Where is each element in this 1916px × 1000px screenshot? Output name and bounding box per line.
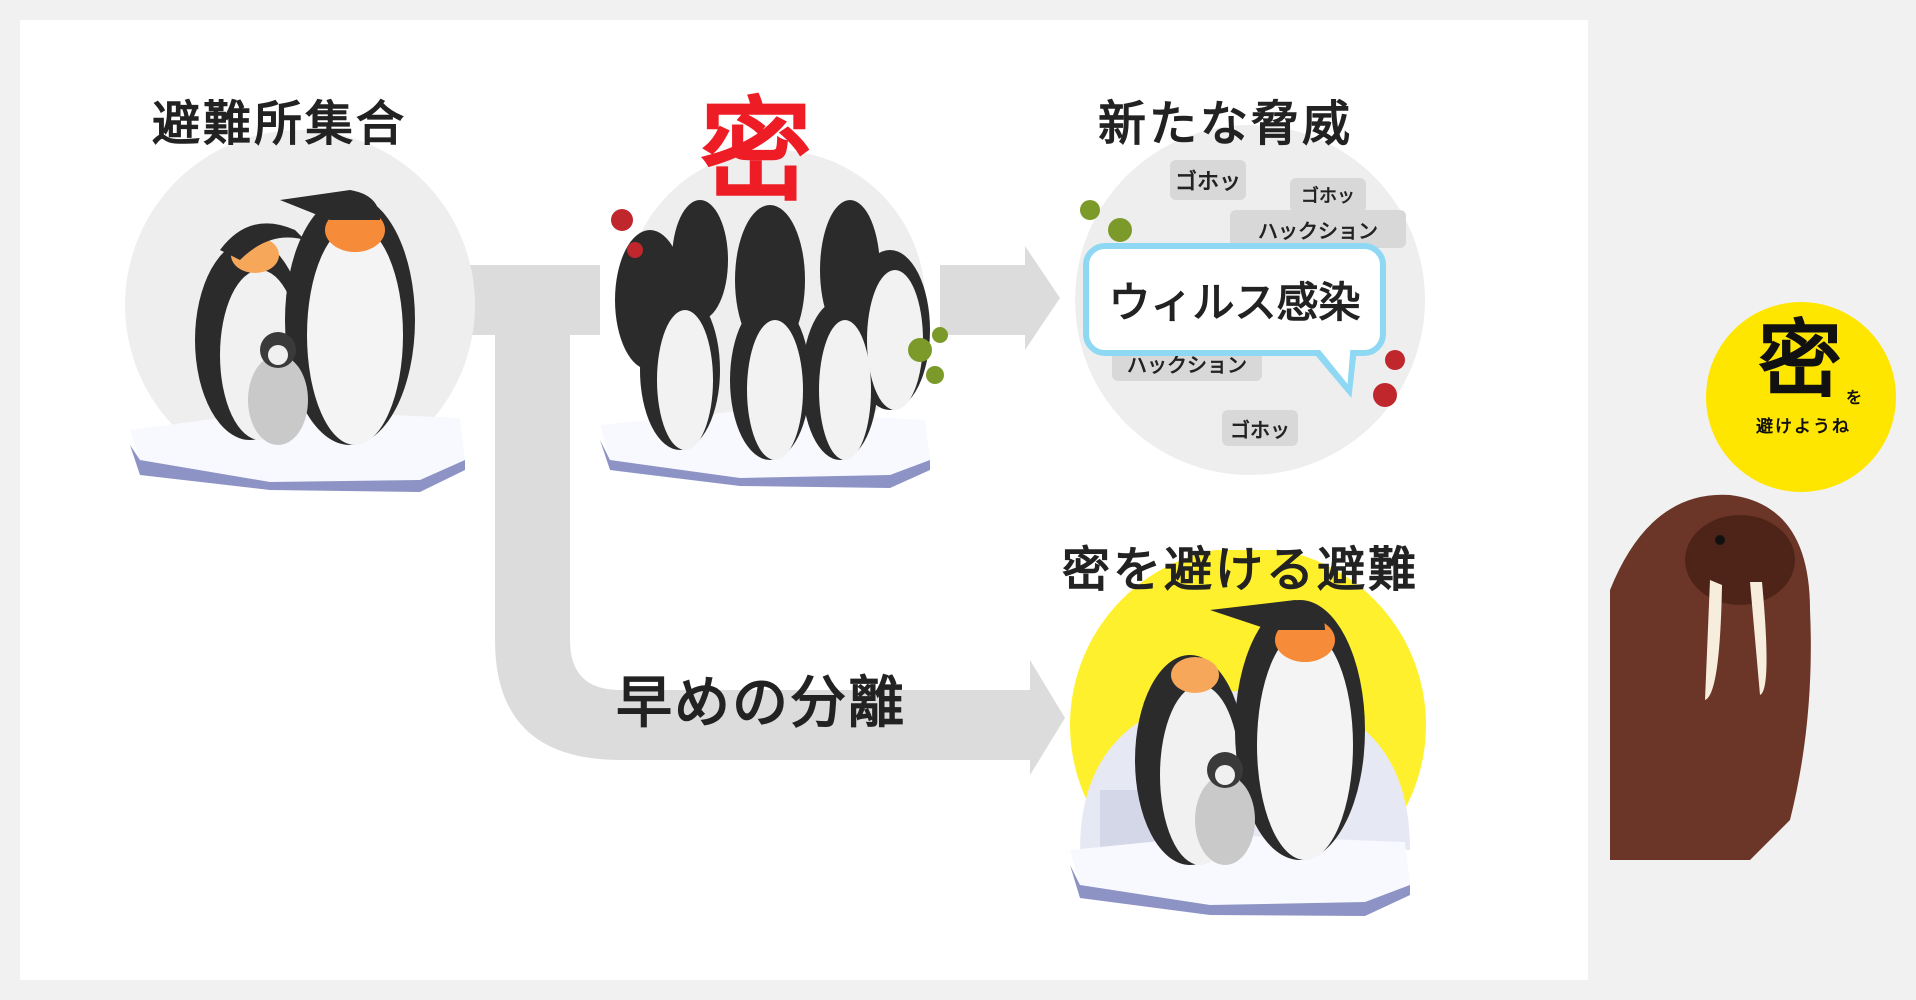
arrow-lower-branch — [495, 300, 1065, 775]
virus-particles — [611, 209, 948, 384]
cough-bubble-3: ゴホッ — [1222, 410, 1298, 446]
cough-bubble-1: ゴホッ — [1170, 160, 1246, 200]
arrow-upper-branch — [940, 246, 1060, 350]
threat-title: 新たな脅威 — [1098, 96, 1354, 152]
penguin-adult-right — [1210, 600, 1365, 860]
penguin-chick — [1195, 752, 1255, 865]
avoid-title: 密を避ける避難 — [1062, 542, 1420, 598]
sneeze-bubble-2: ハックション — [1112, 345, 1262, 381]
ice-floe — [1070, 835, 1410, 916]
badge-particle: を — [1846, 388, 1863, 407]
shelter-title: 避難所集合 — [152, 96, 408, 152]
crowded-scene — [600, 150, 948, 488]
penguin-chick — [248, 332, 308, 445]
avoid-crowd-badge — [1706, 302, 1896, 492]
shelter-scene — [125, 130, 475, 492]
sneeze-bubble-1: ハックション — [1230, 210, 1406, 248]
virus-infection-bubble: ウィルス感染 — [1083, 243, 1386, 356]
crowded-title: 密 — [700, 87, 812, 217]
penguin-bellies — [657, 270, 923, 460]
badge-main-char: 密 — [1758, 311, 1843, 409]
cough-bubble-2: ゴホッ — [1290, 178, 1366, 212]
avoid-scene — [1070, 550, 1426, 916]
penguin-adult-right — [280, 190, 415, 445]
walrus-illustration — [1610, 494, 1811, 860]
early-separation-label: 早めの分離 — [616, 671, 906, 736]
badge-subtext: 避けようね — [1756, 417, 1851, 437]
